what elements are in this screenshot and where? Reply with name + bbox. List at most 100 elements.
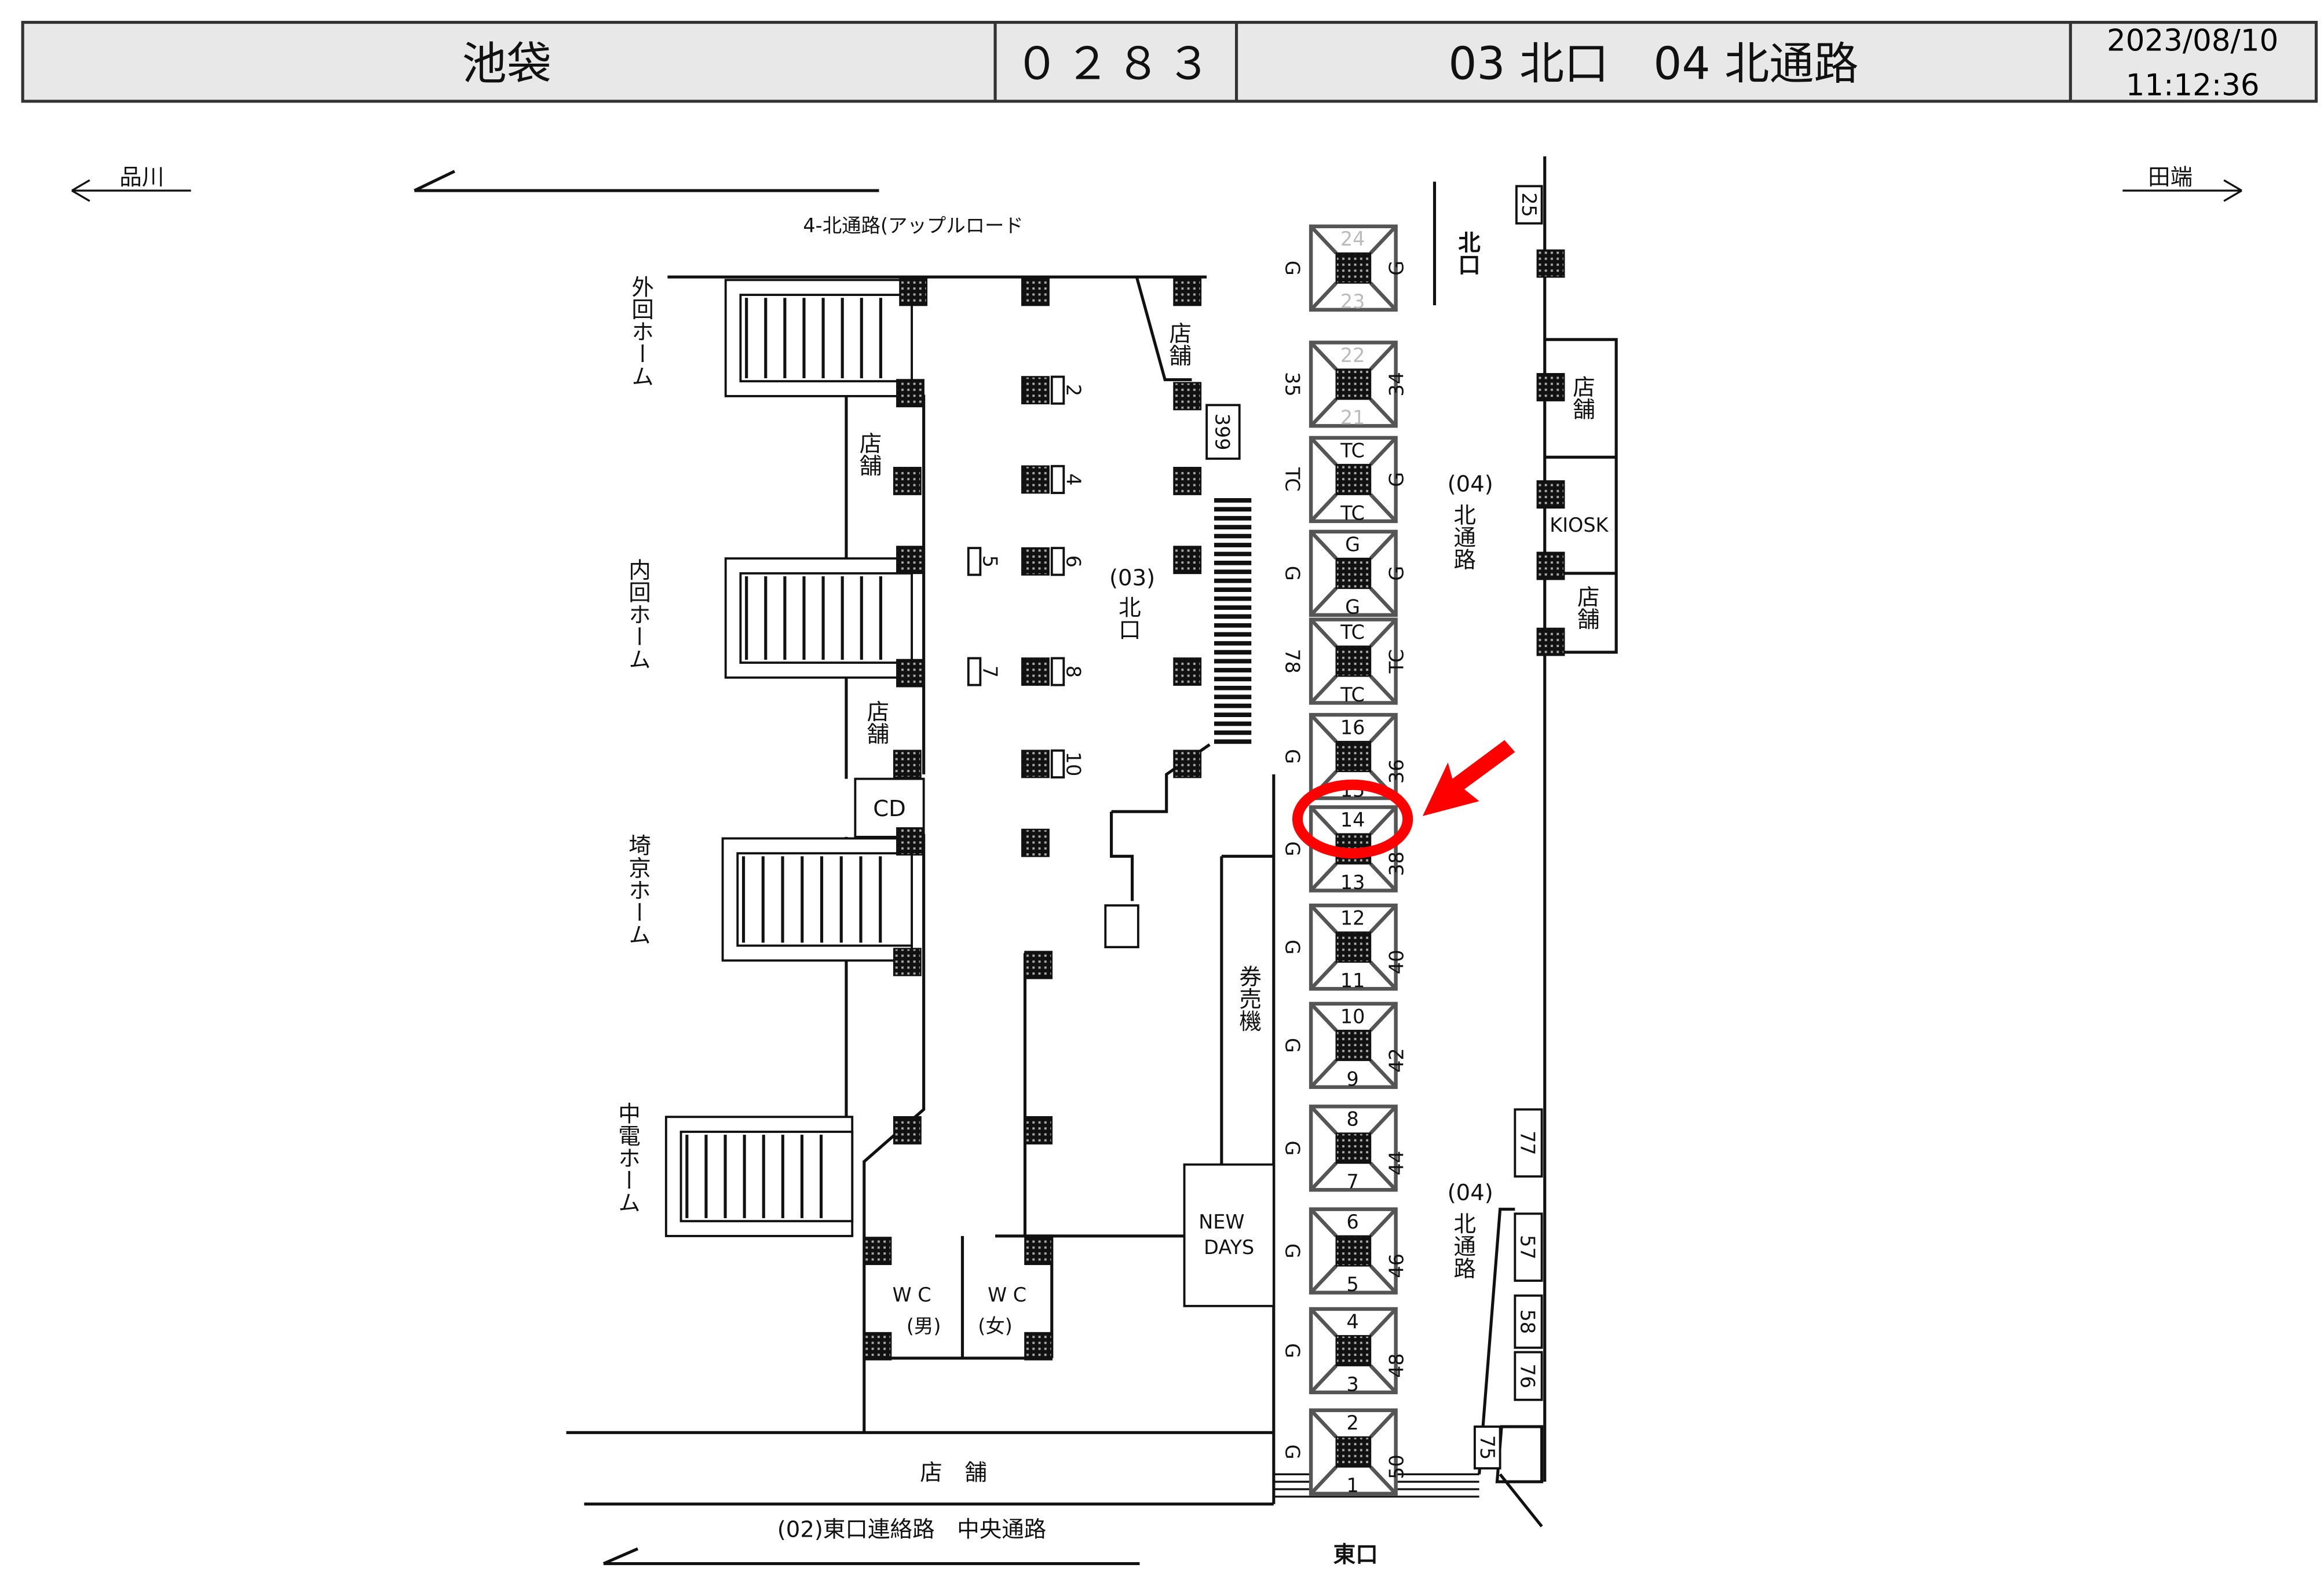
direction-left-label: 品川 [119,164,164,191]
kiosk-label: KIOSK [1550,514,1609,536]
gate-top-label: 4 [1346,1310,1358,1333]
header-bar: 池袋 ０２８３ 03 北口 04 北通路 2023/08/10 11:12:36 [21,20,2318,103]
number-box-label: 25 [1518,192,1540,217]
gate-bottom-label: 9 [1346,1067,1358,1090]
pillar-block [1536,249,1565,278]
gate-right-label: 48 [1386,1353,1408,1378]
cd-label: CD [873,796,906,822]
platform-stairs [664,279,913,1237]
walls [566,156,1618,1527]
gate-right-label: G [1386,472,1408,487]
gate-right-label: 50 [1386,1454,1408,1479]
pillar-block [1173,467,1202,495]
number-box [1514,1108,1543,1178]
pillar-block [1173,382,1202,411]
gate-left-label: G [1281,1140,1303,1156]
gate-top-label: 2 [1346,1412,1358,1434]
pillar-block [863,1237,892,1266]
arrow-left-icon [71,179,191,202]
gate-bottom-label: 23 [1340,290,1365,313]
gate-machine-icon [1335,557,1372,589]
wc-women-sub: (女) [978,1315,1012,1337]
east-passage-label: (02)東口連絡路 中央通路 [777,1516,1047,1542]
gate-right-label: 40 [1386,950,1408,975]
box-399-label: 399 [1211,414,1234,451]
gate-top-label: 24 [1340,228,1365,250]
gate-bottom-label: TC [1340,502,1365,524]
gate-left-label: G [1281,1244,1303,1259]
wc-men-sub: (男) [907,1315,941,1337]
pillar-block [896,546,925,575]
gate-bottom-label: G [1345,595,1360,618]
gate-top-label: TC [1340,621,1365,644]
gate-machine-icon [1335,1029,1372,1061]
pillar-block [896,659,925,688]
pillar-block [1173,277,1202,306]
gate-left-label: TC [1281,467,1303,492]
wc-men-label: W C [893,1284,931,1306]
number-box [1473,1425,1501,1469]
gate-left-label: G [1281,566,1303,581]
gate-machine-icon [1335,368,1372,400]
gate-right-label: G [1386,261,1408,276]
gate-machine-icon [1335,463,1372,495]
date-text: 2023/08/10 [2107,23,2278,58]
ticket-machine-label: 券売機 [1236,965,1262,1032]
gate-right-label: 34 [1386,372,1408,397]
direction-right: 田端 [2122,164,2242,202]
ticket-gate[interactable]: 2 1 G 50 [1281,1408,1408,1497]
gate-top-label: 6 [1346,1211,1358,1233]
north-passage-label: 北通路 [1450,503,1476,571]
gate-right-label: 44 [1386,1151,1408,1176]
tile-number: 4 [1062,473,1084,485]
pillar-block [1021,657,1050,686]
shop-label: 店舗 [1165,321,1192,366]
gate-machine-icon [1335,1132,1372,1164]
number-box-label: 76 [1517,1363,1539,1388]
pillar-block [896,827,925,856]
tile-number: 5 [978,555,1001,568]
gate-right-label: 36 [1386,759,1408,784]
number-box-label: 77 [1517,1131,1539,1156]
tile-number: 6 [1062,555,1084,568]
gate-machine-icon [1335,741,1372,773]
escalator [1214,498,1252,744]
number-box [1514,1351,1543,1401]
number-box [1514,1294,1543,1349]
tile-number: 8 [1062,666,1084,678]
pillar-block [1021,376,1050,405]
pillar-block [1021,547,1050,576]
pillar-block [1536,373,1565,401]
north-exit-03-label: 北口 [1115,595,1141,640]
north-passage-code: (04) [1448,1180,1493,1206]
number-box-label: 75 [1476,1435,1499,1460]
station-code: ０２８３ [1014,38,1217,90]
gate-left-label: G [1281,1445,1303,1460]
gate-left-label: 78 [1281,649,1303,674]
east-exit-label: 東口 [1333,1542,1378,1568]
outer-platform-label: 外回ホーム [628,276,654,387]
north-passage-code: (04) [1448,471,1493,497]
chuden-platform-label: 中電ホーム [615,1102,641,1214]
time-text: 11:12:36 [2126,68,2260,103]
inner-platform-label: 内回ホーム [624,558,651,670]
stairs-small [1104,904,1139,949]
gate-top-label: 16 [1340,716,1365,739]
gate-right-label: TC [1386,649,1408,674]
red-arrow-icon [1422,740,1515,816]
gate-machine-icon [1335,931,1372,963]
gate-bottom-label: 1 [1346,1474,1358,1497]
pillar-block [1024,1237,1053,1266]
